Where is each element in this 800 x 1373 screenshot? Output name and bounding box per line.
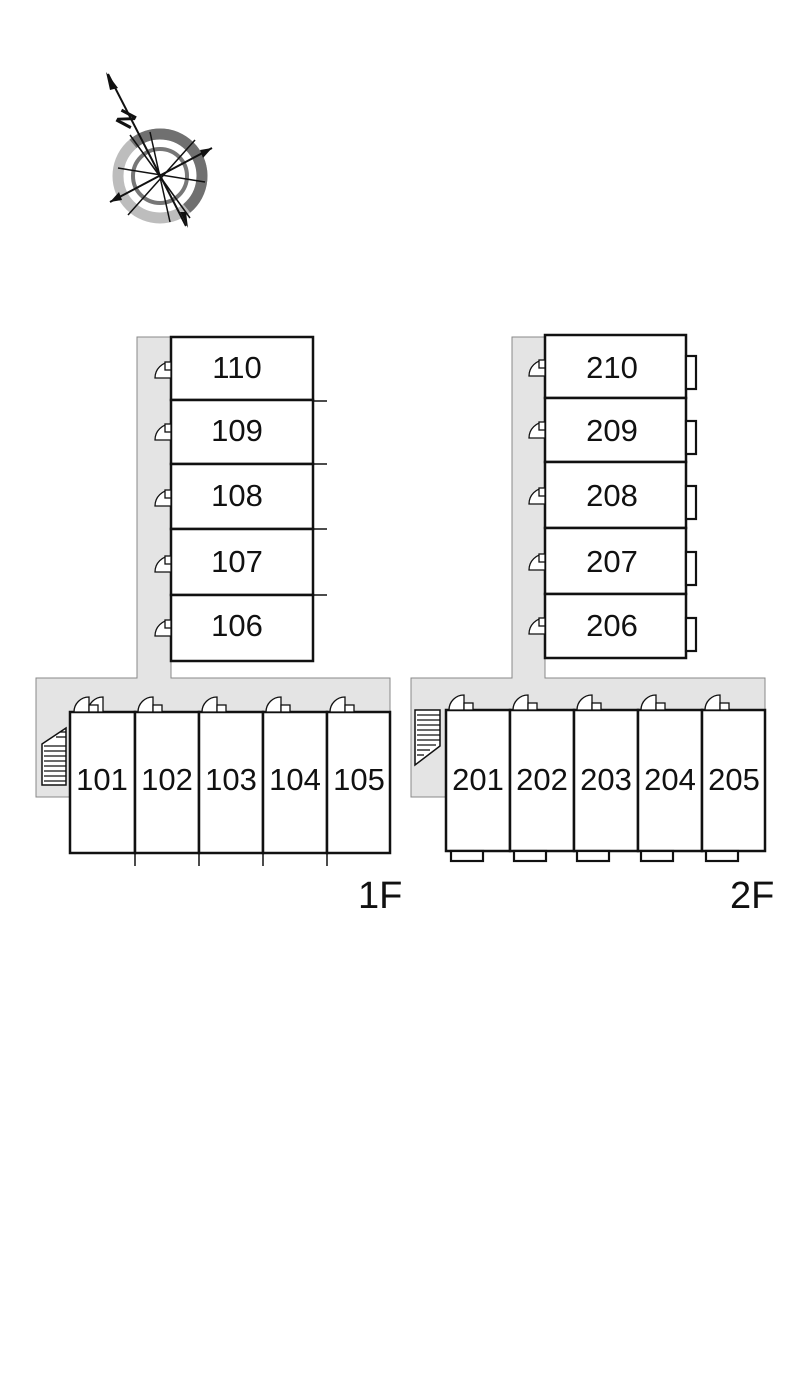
unit-label: 207 [586, 544, 638, 579]
unit-label: 107 [211, 544, 263, 579]
unit-label: 210 [586, 350, 638, 385]
unit-label: 108 [211, 478, 263, 513]
unit-label: 105 [333, 762, 385, 797]
unit-label: 103 [205, 762, 257, 797]
north-label: N [111, 105, 143, 133]
door-icon [154, 361, 172, 637]
unit-label: 204 [644, 762, 696, 797]
door-icon [73, 696, 355, 713]
unit-106 [169, 593, 315, 663]
unit-label: 208 [586, 478, 638, 513]
unit-label: 205 [708, 762, 760, 797]
unit-label: 104 [269, 762, 321, 797]
unit-label: 101 [76, 762, 128, 797]
floor-1f: 110 109 108 107 106 101 102 103 104 1 [35, 335, 402, 917]
unit-101 [68, 710, 137, 855]
balcony [684, 354, 698, 653]
compass-rose-icon: N [106, 72, 213, 228]
floor-label: 1F [358, 875, 402, 917]
unit-label: 206 [586, 608, 638, 643]
staircase-icon [41, 726, 67, 786]
unit-label: 201 [452, 762, 504, 797]
unit-103 [197, 710, 265, 855]
unit-104 [261, 710, 329, 855]
unit-210 [543, 333, 688, 400]
door-icon [528, 359, 546, 635]
staircase-icon [414, 709, 441, 767]
unit-label: 202 [516, 762, 568, 797]
unit-label: 110 [212, 350, 261, 385]
unit-label: 109 [211, 413, 263, 448]
unit-207 [543, 526, 688, 596]
unit-105 [325, 710, 392, 855]
unit-label: 106 [211, 608, 263, 643]
unit-102 [133, 710, 201, 855]
unit-label: 203 [580, 762, 632, 797]
door-icon [448, 694, 730, 711]
unit-208 [543, 460, 688, 530]
floor-label: 2F [730, 875, 774, 917]
floor-2f: 210 209 208 207 206 201 202 203 204 205 [410, 333, 774, 917]
unit-label: 209 [586, 413, 638, 448]
balcony [449, 849, 740, 863]
unit-label: 102 [141, 762, 193, 797]
